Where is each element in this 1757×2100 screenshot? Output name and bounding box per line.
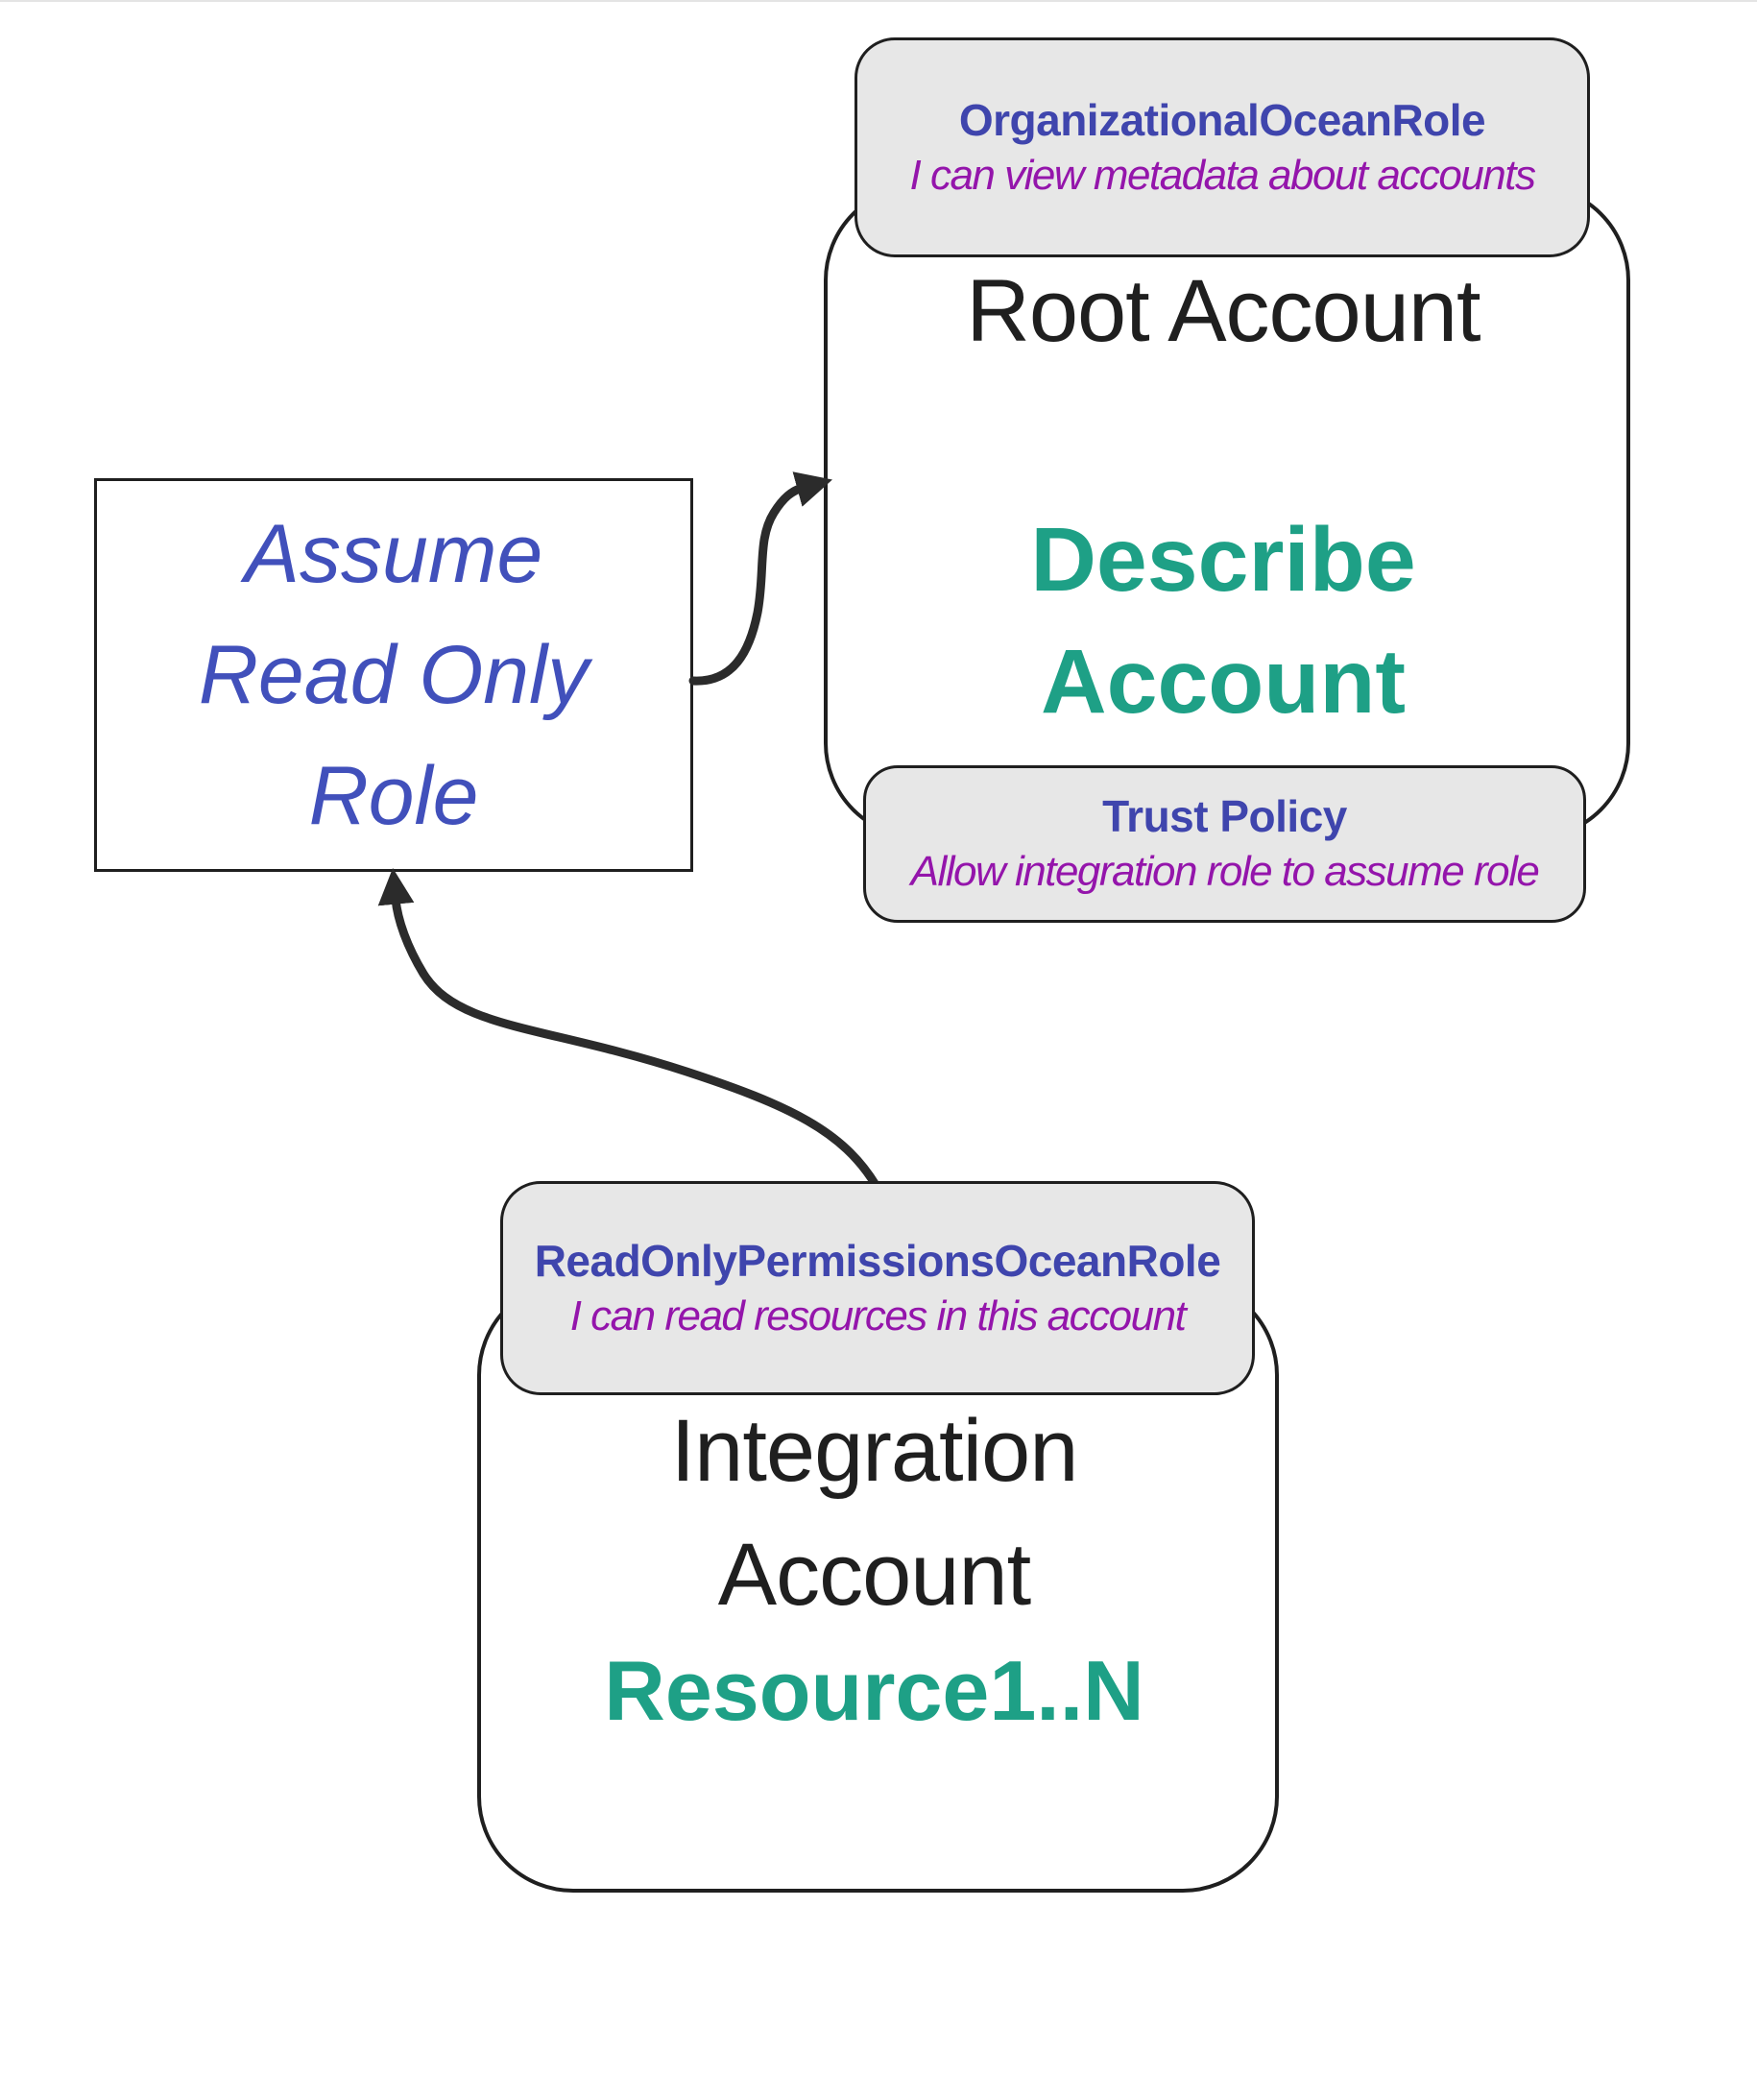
trust-policy-description: Allow integration role to assume role <box>910 848 1540 895</box>
describe-action-line1: Describe <box>1030 509 1416 611</box>
integration-resources-text: Resource1..N <box>604 1643 1144 1738</box>
read-only-permissions-role-name: ReadOnlyPermissionsOceanRole <box>534 1235 1221 1286</box>
arrow-assume-to-root-account <box>688 471 832 686</box>
organizational-role-description: I can view metadata about accounts <box>909 151 1536 199</box>
integration-title-line1: Integration <box>670 1402 1079 1500</box>
organizational-role-label: OrganizationalOceanRole I can view metad… <box>854 37 1590 257</box>
integration-account-title: Integration Account <box>477 1389 1271 1637</box>
integration-title-line2: Account <box>717 1526 1031 1624</box>
read-only-permissions-role-description: I can read resources in this account <box>569 1291 1187 1340</box>
root-account-title: Root Account <box>966 262 1480 360</box>
trust-policy-name: Trust Policy <box>1102 791 1347 841</box>
root-account-box <box>824 184 1630 839</box>
assume-text-line2: Read Only <box>198 629 590 721</box>
arrow-integration-to-assume-role <box>377 868 880 1190</box>
assume-text-line3: Role <box>308 750 479 842</box>
assume-read-only-role-text: Assume Read Only Role <box>94 478 693 872</box>
read-only-permissions-role-label: ReadOnlyPermissionsOceanRole I can read … <box>500 1181 1255 1395</box>
trust-policy-label: Trust Policy Allow integration role to a… <box>863 765 1586 923</box>
describe-account-action: Describe Account <box>824 499 1623 743</box>
assume-text-line1: Assume <box>244 508 543 600</box>
organizational-role-name: OrganizationalOceanRole <box>958 94 1486 145</box>
describe-action-line2: Account <box>1041 631 1406 733</box>
